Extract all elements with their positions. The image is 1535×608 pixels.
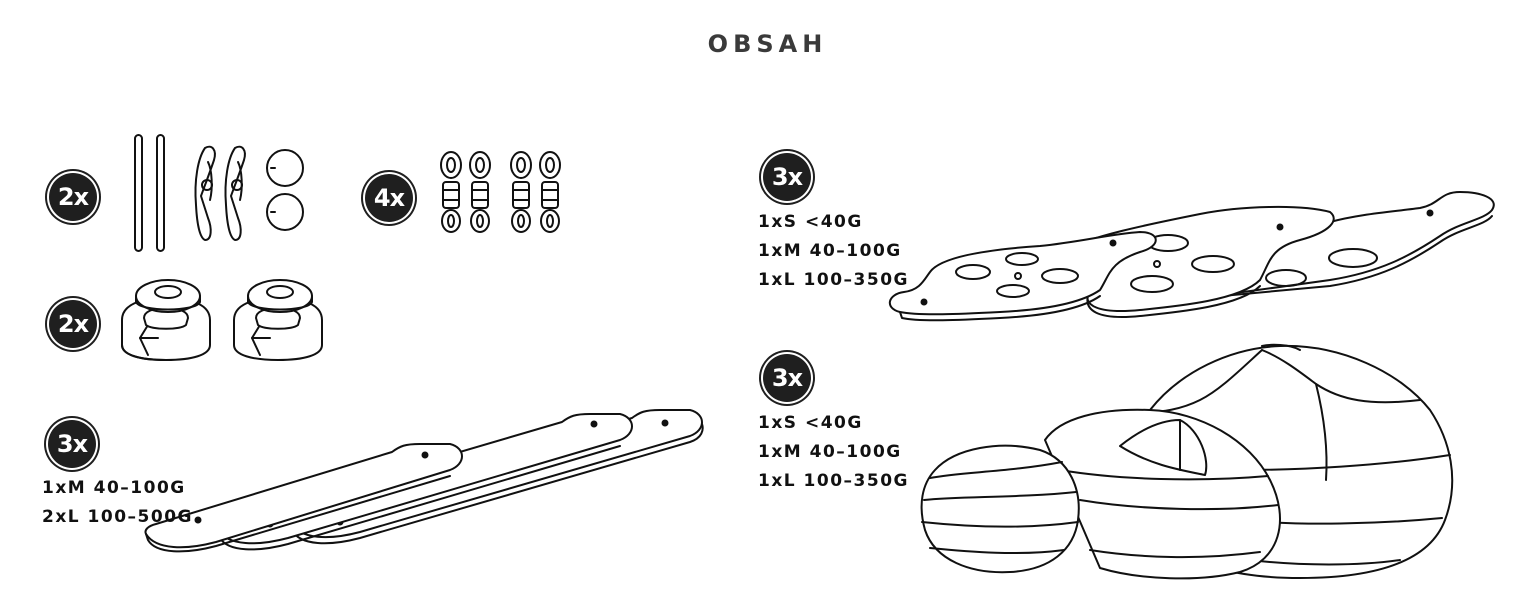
size-entry: 2xL 100–500G xyxy=(42,507,193,527)
quantity-badge-plates: 3x xyxy=(763,153,811,201)
quantity-badge-stoppers: 2x xyxy=(49,300,97,348)
plates-illustration xyxy=(889,191,1495,322)
plates-size-list: 1xS <40G 1xM 40–100G 1xL 100–350G xyxy=(758,208,909,295)
size-entry: 1xS <40G xyxy=(758,212,863,232)
quantity-badge-pins-clips-beads: 2x xyxy=(49,173,97,221)
size-entry: 1xL 100–350G xyxy=(758,270,909,290)
snap-clips-illustration xyxy=(194,145,246,241)
size-entry: 1xM 40–100G xyxy=(758,442,902,462)
quantity-badge-swivels: 4x xyxy=(365,174,413,222)
page-title: OBSAH xyxy=(707,30,828,58)
sacks-illustration xyxy=(920,343,1454,580)
size-entry: 1xS <40G xyxy=(758,413,863,433)
quantity-badge-sacks: 3x xyxy=(763,354,811,402)
size-entry: 1xL 100–350G xyxy=(758,471,909,491)
pins-illustration xyxy=(134,134,165,252)
stoppers-illustration xyxy=(121,279,323,361)
arms-illustration xyxy=(144,409,704,553)
size-entry: 1xM 40–100G xyxy=(42,478,186,498)
swivels-illustration xyxy=(440,151,561,233)
arms-size-list: 1xM 40–100G 2xL 100–500G xyxy=(42,474,193,532)
sacks-size-list: 1xS <40G 1xM 40–100G 1xL 100–350G xyxy=(758,409,909,496)
quantity-badge-arms: 3x xyxy=(48,420,96,468)
size-entry: 1xM 40–100G xyxy=(758,241,902,261)
beads-illustration xyxy=(266,149,304,231)
